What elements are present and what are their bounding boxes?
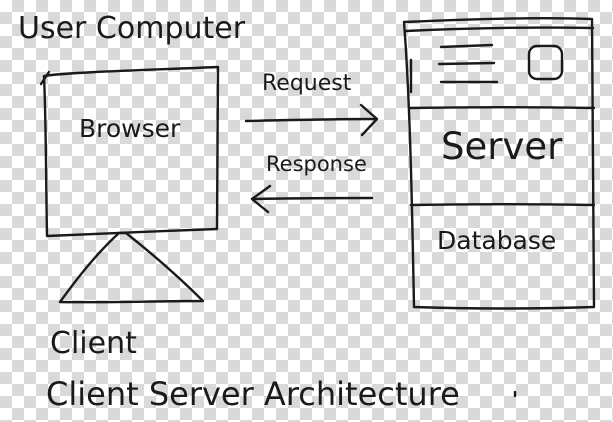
diagram-title: Client Server Architecture xyxy=(46,375,460,413)
server-divider-top xyxy=(408,106,596,110)
client-label: Client xyxy=(50,326,137,361)
arrow-right-head xyxy=(359,103,379,137)
monitor-corner-tick xyxy=(39,70,51,86)
arrow-left-head xyxy=(250,184,272,214)
server-slot-line-2 xyxy=(437,61,496,66)
server-slot-line-1 xyxy=(439,43,494,49)
monitor-icon xyxy=(42,65,220,238)
database-label: Database xyxy=(437,226,557,255)
response-label: Response xyxy=(266,152,367,176)
arrow-right-icon xyxy=(244,117,377,123)
arrow-left-icon xyxy=(252,196,374,201)
server-rack-icon xyxy=(402,16,596,310)
monitor-stand-icon xyxy=(58,231,205,304)
browser-label: Browser xyxy=(79,114,181,143)
server-divider-bottom xyxy=(409,203,596,207)
request-label: Request xyxy=(262,71,352,96)
server-status-light xyxy=(527,44,564,81)
server-rack-top-line xyxy=(404,26,595,33)
server-label: Server xyxy=(441,125,563,168)
user-computer-label: User Computer xyxy=(18,11,246,46)
